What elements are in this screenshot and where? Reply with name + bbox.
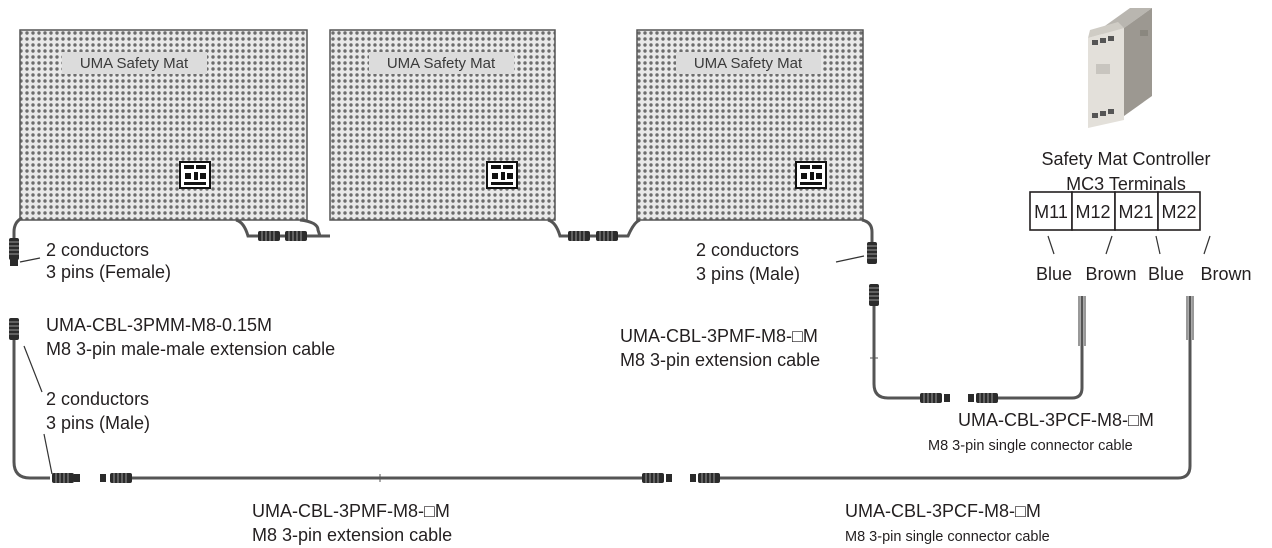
controller-title: Safety Mat Controller <box>1041 149 1210 169</box>
left-connector-label-2: 3 pins (Female) <box>46 262 171 282</box>
terminal-label: M22 <box>1161 202 1196 222</box>
wire-label: Blue <box>1036 264 1072 284</box>
male-male-cable <box>8 317 80 484</box>
mat-label: UMA Safety Mat <box>694 55 803 72</box>
terminal-label: M11 <box>1034 202 1068 222</box>
right-extension-cable <box>868 283 950 404</box>
right-mat-lead <box>835 218 878 265</box>
mid-connector-leader <box>43 433 53 475</box>
mid-connector-label-1: 2 conductors <box>46 389 149 409</box>
wire-label: Brown <box>1085 264 1136 284</box>
safety-mat-1: UMA Safety Mat <box>19 29 308 221</box>
mat-link-cable-1 <box>235 218 330 242</box>
bottom-extension-cable <box>100 472 672 484</box>
left-mat-lead <box>8 216 41 266</box>
wire-label: Brown <box>1200 264 1251 284</box>
mat-badge-icon <box>486 161 518 189</box>
male-connector-icon <box>8 317 20 341</box>
female-connector-icon <box>868 283 880 307</box>
right-ext-description: M8 3-pin extension cable <box>620 350 820 370</box>
mat-label: UMA Safety Mat <box>80 55 189 72</box>
mat-link-cable-2 <box>547 218 641 242</box>
right-connector-label-2: 3 pins (Male) <box>696 264 800 284</box>
male-connector-icon <box>866 241 878 265</box>
right-ext-part-number: UMA-CBL-3PMF-M8-□M <box>620 326 818 346</box>
mm-cable-part-number: UMA-CBL-3PMM-M8-0.15M <box>46 315 272 335</box>
left-connector-label-1: 2 conductors <box>46 240 149 260</box>
controller-subtitle: MC3 Terminals <box>1066 174 1186 194</box>
terminal-label: M21 <box>1118 202 1153 222</box>
bottom-ext-part-number: UMA-CBL-3PMF-M8-□M <box>252 501 450 521</box>
right-single-part-number: UMA-CBL-3PCF-M8-□M <box>958 410 1154 430</box>
safety-mat-controller-icon <box>1088 8 1152 128</box>
female-connector-icon <box>8 237 20 261</box>
bottom-single-part-number: UMA-CBL-3PCF-M8-□M <box>845 501 1041 521</box>
mat-badge-icon <box>179 161 211 189</box>
safety-mat-3: UMA Safety Mat <box>636 29 864 221</box>
right-connector-label-1: 2 conductors <box>696 240 799 260</box>
wire-leaders <box>1047 235 1211 255</box>
terminal-block: M11 M12 M21 M22 <box>1029 191 1201 231</box>
mid-connector-label-2: 3 pins (Male) <box>46 413 150 433</box>
terminal-label: M12 <box>1075 202 1110 222</box>
right-single-connector-cable <box>968 296 1086 404</box>
mm-cable-description: M8 3-pin male-male extension cable <box>46 339 335 359</box>
mat-badge-icon <box>795 161 827 189</box>
bottom-ext-description: M8 3-pin extension cable <box>252 525 452 545</box>
right-single-description: M8 3-pin single connector cable <box>928 438 1133 454</box>
wire-label: Blue <box>1148 264 1184 284</box>
mat-label: UMA Safety Mat <box>387 55 496 72</box>
bottom-single-connector-cable <box>690 296 1194 484</box>
safety-mat-2: UMA Safety Mat <box>329 29 556 221</box>
bottom-single-description: M8 3-pin single connector cable <box>845 529 1050 545</box>
